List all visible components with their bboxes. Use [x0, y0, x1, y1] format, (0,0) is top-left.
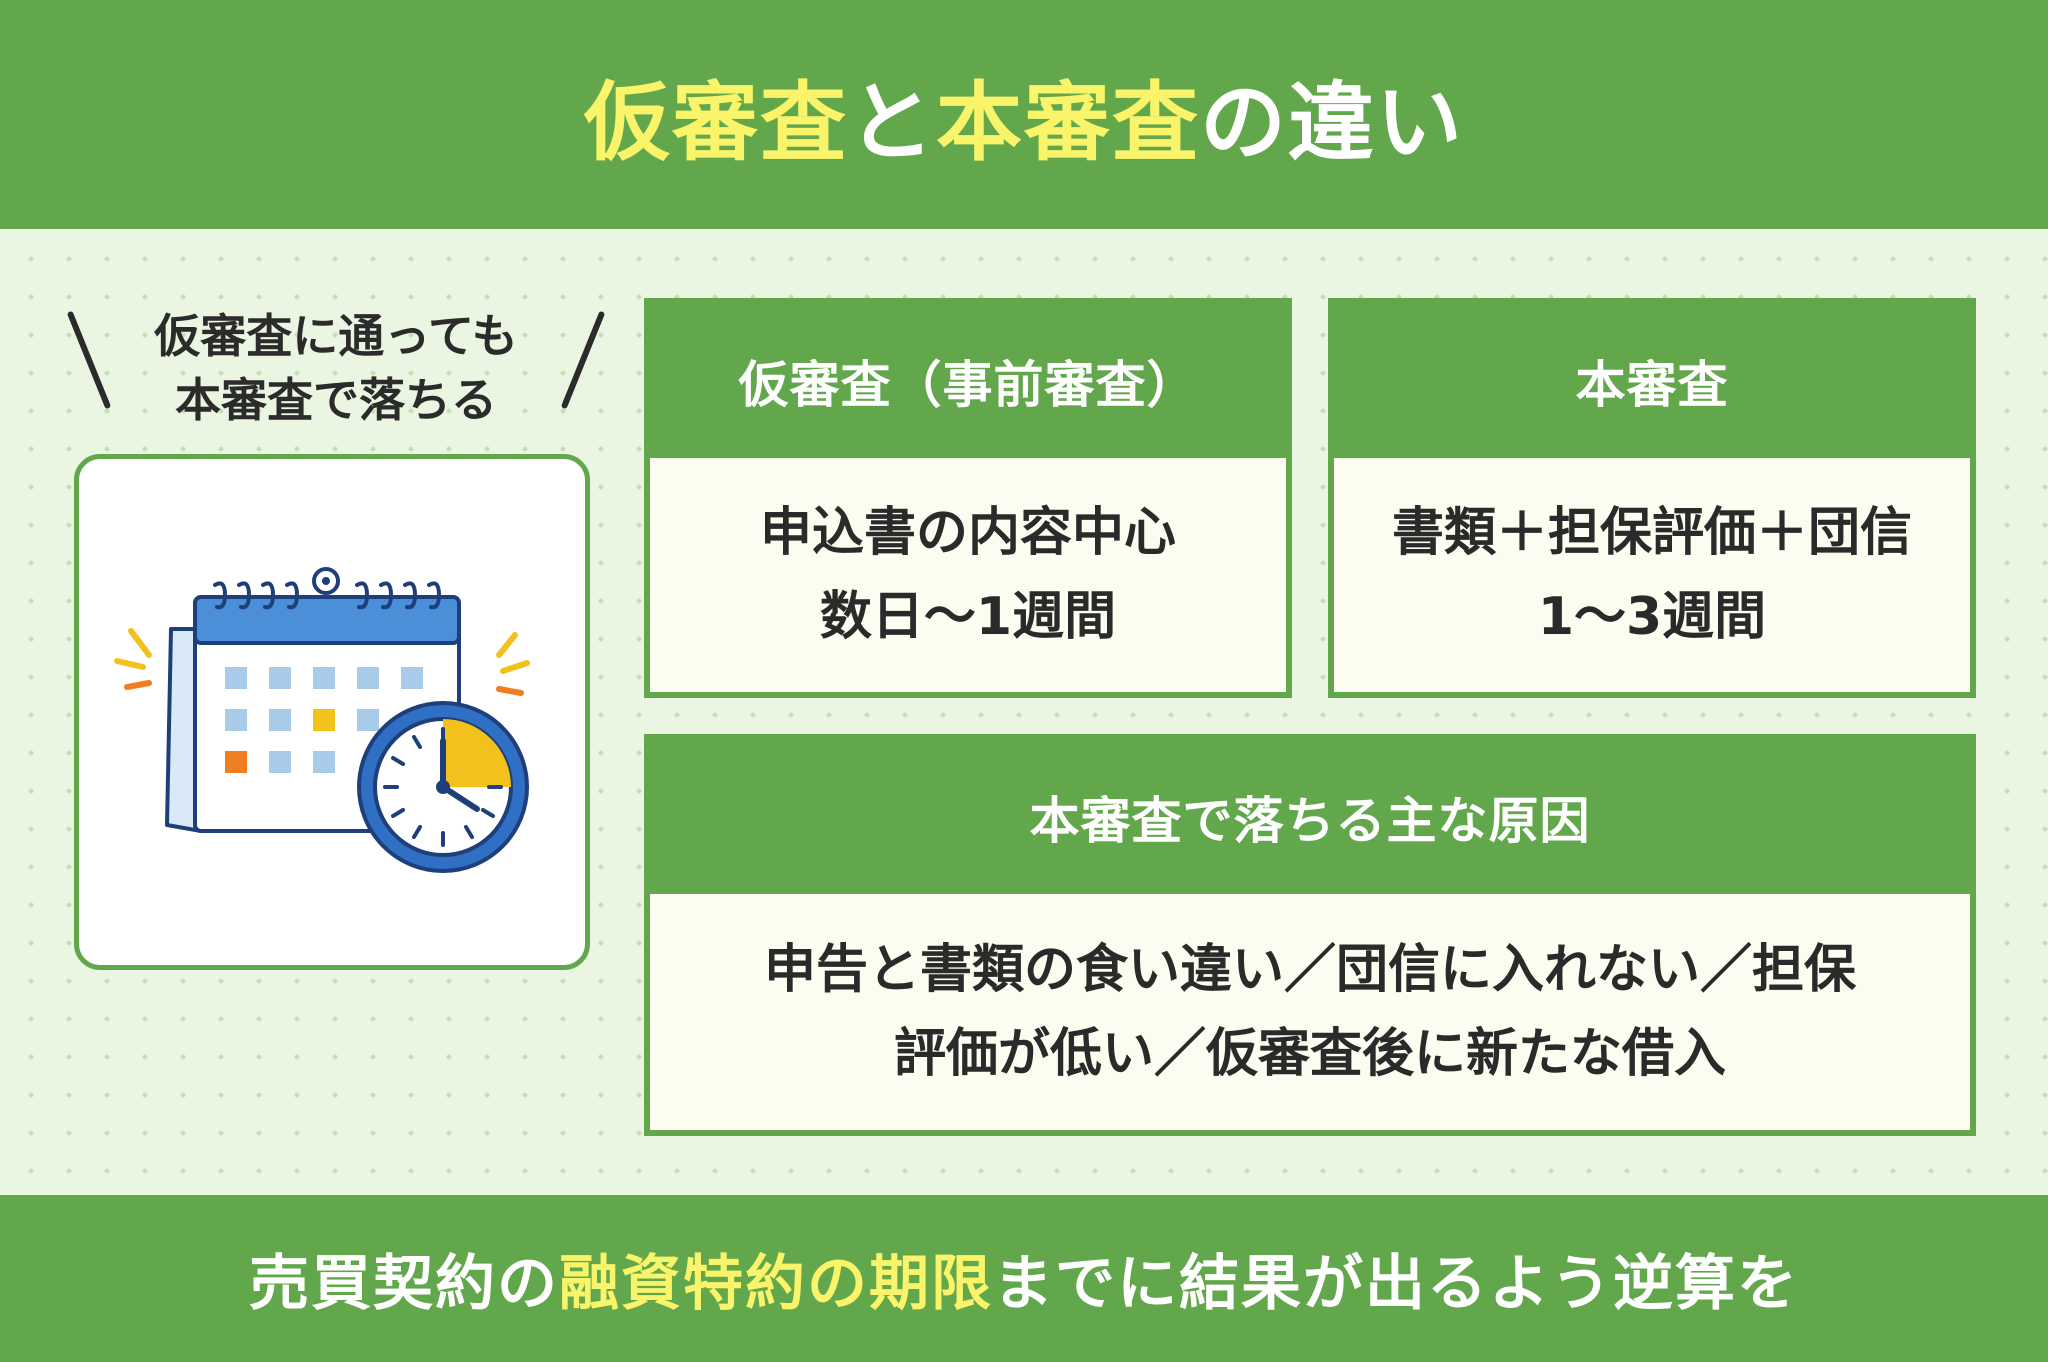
footer-part3: までに結果が出るよう逆算を — [993, 1249, 1799, 1319]
callout-line2: 本審査で落ちる — [175, 373, 497, 427]
clock-icon — [357, 701, 529, 873]
title-connector: と — [848, 73, 936, 173]
panel-main-body: 書類＋担保評価＋団信 1〜3週間 — [1334, 458, 1970, 692]
panel-reasons-body: 申告と書類の食い違い／団信に入れない／担保 評価が低い／仮審査後に新たな借入 — [650, 894, 1970, 1130]
title-provisional: 仮審査 — [584, 73, 848, 173]
calendar-clock-illustration — [114, 567, 530, 873]
panel-main-title: 本審査 — [1334, 304, 1970, 458]
panel-main-review: 本審査 書類＋担保評価＋団信 1〜3週間 — [1328, 298, 1976, 698]
title-suffix: の違い — [1200, 73, 1464, 173]
main-line1: 書類＋担保評価＋団信 — [1391, 503, 1912, 563]
panel-rejection-reasons: 本審査で落ちる主な原因 申告と書類の食い違い／団信に入れない／担保 評価が低い／… — [644, 734, 1976, 1136]
page-title: 仮審査と本審査の違い — [584, 52, 1464, 177]
callout-line1: 仮審査に通っても — [154, 309, 518, 363]
panel-provisional-review: 仮審査（事前審査） 申込書の内容中心 数日〜1週間 — [644, 298, 1292, 698]
panel-reasons-title: 本審査で落ちる主な原因 — [650, 740, 1970, 894]
footer-message: 売買契約の融資特約の期限までに結果が出るよう逆算を — [249, 1235, 1799, 1322]
provisional-line1: 申込書の内容中心 — [759, 503, 1176, 563]
provisional-line2: 数日〜1週間 — [819, 587, 1117, 647]
footer-bar: 売買契約の融資特約の期限までに結果が出るよう逆算を — [0, 1195, 2048, 1362]
footer-highlight: 融資特約の期限 — [559, 1249, 993, 1319]
callout: 仮審査に通っても 本審査で落ちる — [56, 300, 616, 430]
title-main: 本審査 — [936, 73, 1200, 173]
panel-provisional-body: 申込書の内容中心 数日〜1週間 — [650, 458, 1286, 692]
reasons-line2: 評価が低い／仮審査後に新たな借入 — [893, 1024, 1726, 1084]
alert-spark-icon-right — [496, 632, 530, 674]
alert-spark-icon-left — [114, 628, 152, 670]
illustration-card — [74, 454, 590, 970]
footer-part1: 売買契約の — [249, 1249, 559, 1319]
panel-provisional-title: 仮審査（事前審査） — [650, 304, 1286, 458]
callout-text: 仮審査に通っても 本審査で落ちる — [56, 304, 616, 432]
main-line2: 1〜3週間 — [1537, 587, 1767, 647]
reasons-line1: 申告と書類の食い違い／団信に入れない／担保 — [763, 940, 1856, 1000]
header-bar: 仮審査と本審査の違い — [0, 0, 2048, 229]
